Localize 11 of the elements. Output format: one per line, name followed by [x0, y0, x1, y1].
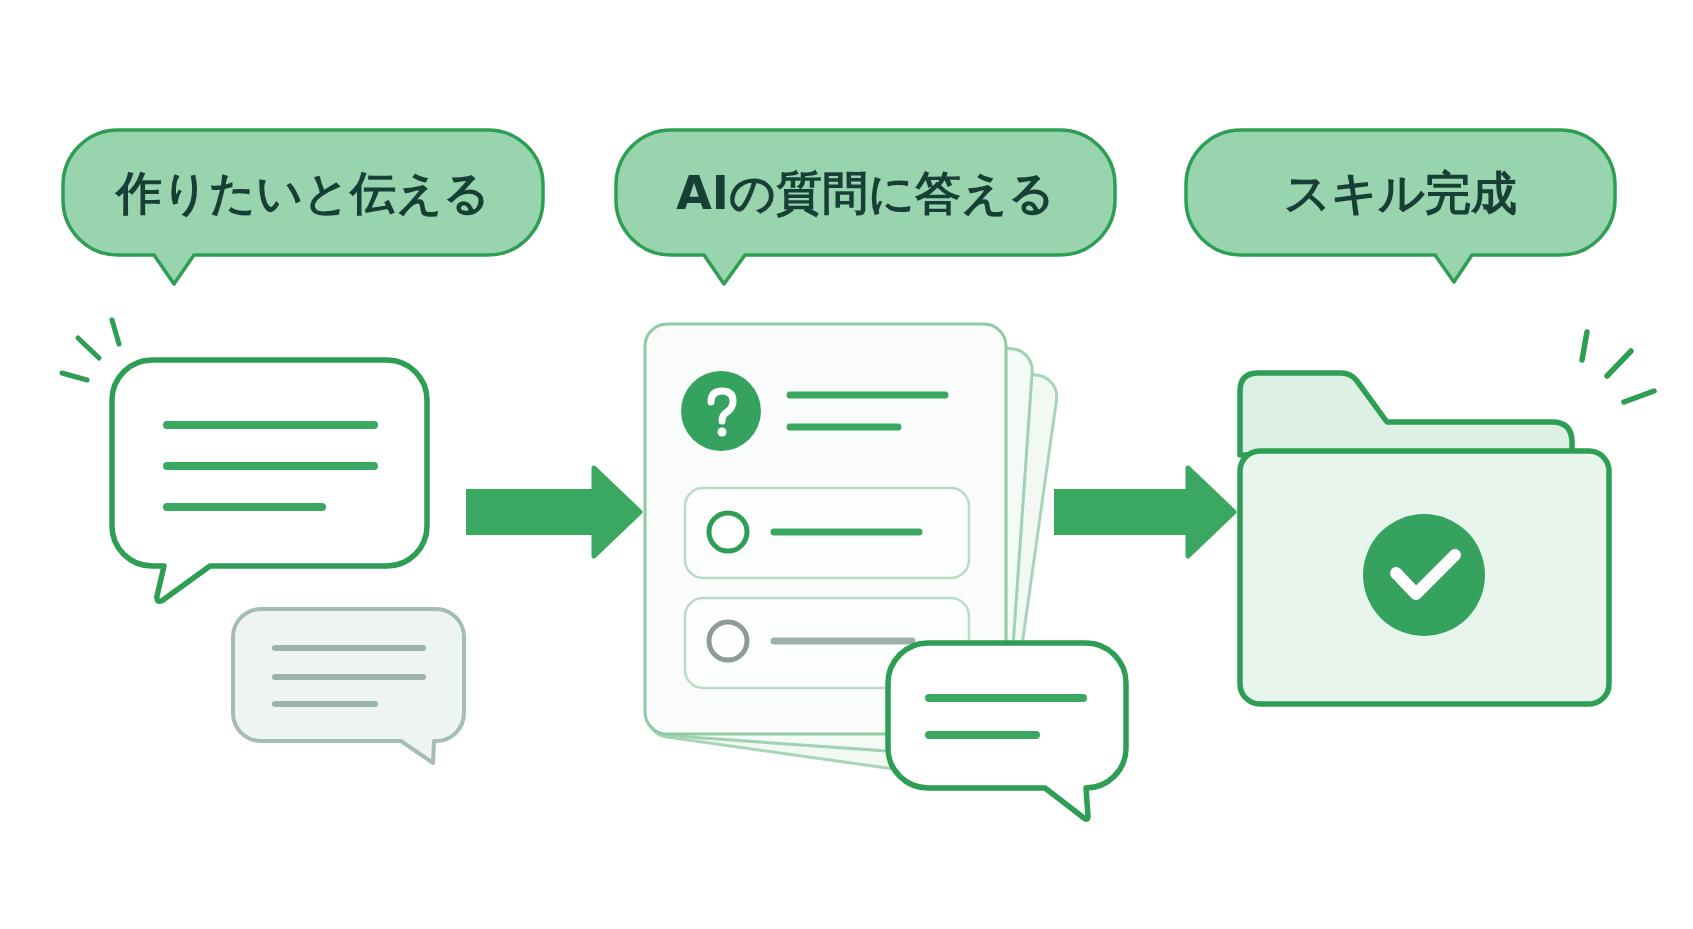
chat-bubbles-illustration	[59, 317, 466, 765]
arrow	[466, 465, 643, 559]
folder-check-illustration	[1237, 329, 1657, 707]
step-label: 作りたいと伝える	[116, 165, 490, 220]
speech-bubble	[1184, 128, 1617, 284]
speech-bubble	[614, 128, 1117, 286]
arrow	[1054, 465, 1237, 559]
step-label: AIの質問に答える	[676, 165, 1055, 220]
step-label: スキル完成	[1284, 165, 1517, 220]
speech-bubble	[61, 128, 545, 286]
questionnaire-illustration	[643, 322, 1129, 823]
